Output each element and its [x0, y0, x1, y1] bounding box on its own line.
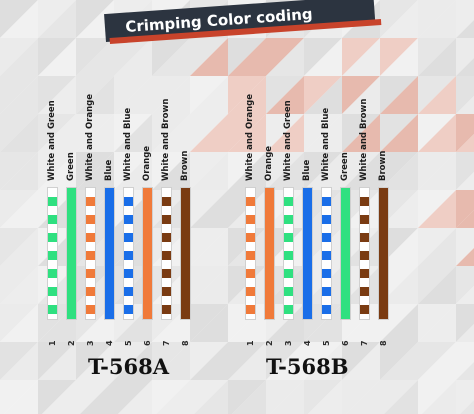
pin-number-text: 7 — [162, 340, 171, 346]
pin-number-text: 8 — [379, 340, 388, 346]
pin-number-text: 3 — [284, 340, 293, 346]
pin-number-text: 1 — [48, 340, 57, 346]
standard-name-a: T-568A — [88, 354, 169, 379]
wire-b-7 — [359, 187, 370, 320]
wire-label-text: White and Green — [283, 100, 293, 181]
wire-label-text: White and Orange — [245, 93, 255, 181]
wire-b-1 — [245, 187, 256, 320]
pin-number-text: 3 — [86, 340, 95, 346]
wire-b-4 — [302, 187, 313, 320]
standard-name-b: T-568B — [266, 354, 349, 379]
wire-a-2 — [66, 187, 77, 320]
pin-number-text: 4 — [303, 340, 312, 346]
wire-label-text: Orange — [142, 145, 152, 181]
wire-a-3 — [85, 187, 96, 320]
wire-label-text: Blue — [302, 159, 312, 181]
wire-label-text: White and Brown — [359, 98, 369, 181]
wire-label-text: Blue — [104, 159, 114, 181]
wire-label-text: Brown — [180, 150, 190, 181]
wire-a-7 — [161, 187, 172, 320]
pin-number-text: 5 — [124, 340, 133, 346]
wire-label-text: White and Blue — [123, 107, 133, 181]
pin-number-text: 2 — [67, 340, 76, 346]
pin-number-text: 1 — [246, 340, 255, 346]
wire-b-6 — [340, 187, 351, 320]
wire-b-8 — [378, 187, 389, 320]
wire-b-2 — [264, 187, 275, 320]
wire-a-6 — [142, 187, 153, 320]
wire-a-1 — [47, 187, 58, 320]
wire-label-text: White and Blue — [321, 107, 331, 181]
pin-number-text: 4 — [105, 340, 114, 346]
pin-number-text: 7 — [360, 340, 369, 346]
wire-a-5 — [123, 187, 134, 320]
wire-a-8 — [180, 187, 191, 320]
wire-label-text: Green — [66, 152, 76, 181]
wire-a-4 — [104, 187, 115, 320]
wire-b-5 — [321, 187, 332, 320]
pin-number-text: 5 — [322, 340, 331, 346]
wire-label-text: White and Brown — [161, 98, 171, 181]
pin-number-text: 6 — [341, 340, 350, 346]
wire-b-3 — [283, 187, 294, 320]
wire-label-text: Orange — [264, 145, 274, 181]
pin-number-text: 2 — [265, 340, 274, 346]
pin-number-text: 8 — [181, 340, 190, 346]
wire-label-text: White and Orange — [85, 93, 95, 181]
pin-number-text: 6 — [143, 340, 152, 346]
wire-label-text: White and Green — [47, 100, 57, 181]
wire-label-text: Green — [340, 152, 350, 181]
wire-label-text: Brown — [378, 150, 388, 181]
